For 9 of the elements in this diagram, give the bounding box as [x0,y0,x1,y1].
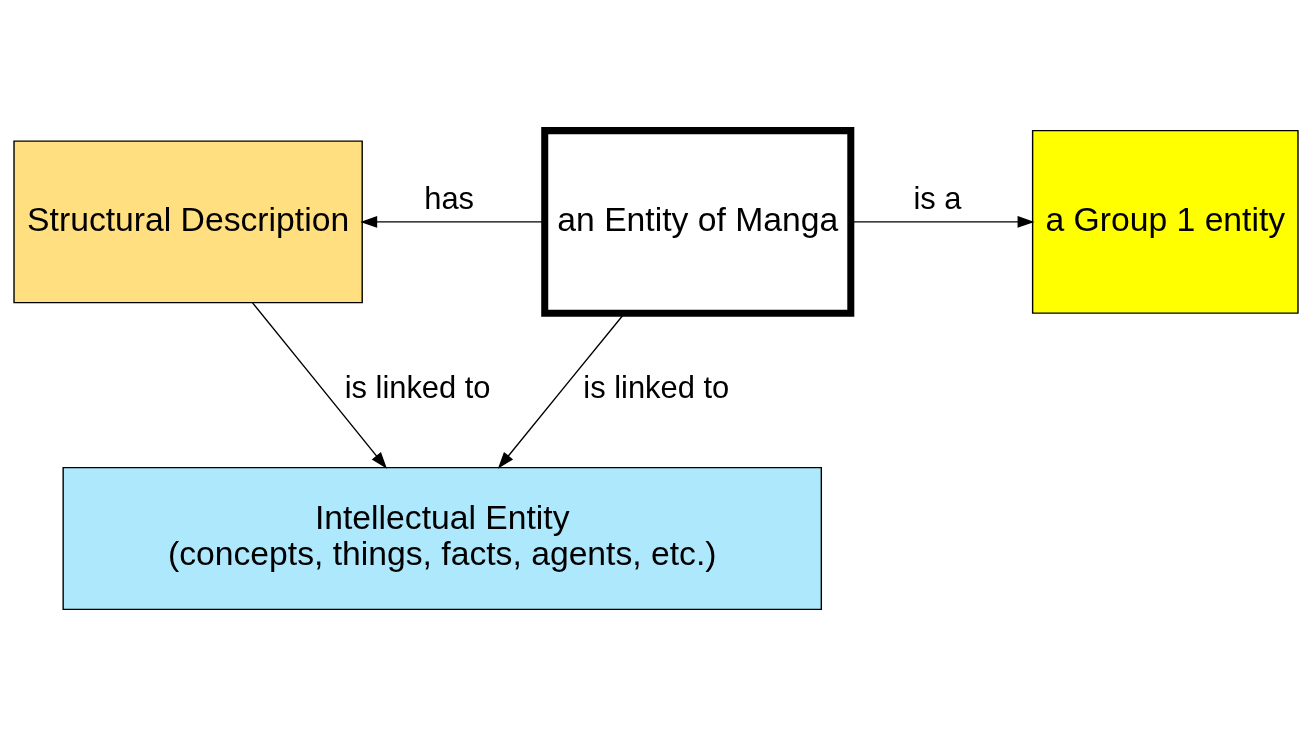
arrow [251,301,387,469]
edge-label: has [424,180,475,216]
node-box: a Group 1 entity [1031,129,1299,314]
edge-label: is a [913,180,962,216]
edge-label: is linked to [583,369,730,405]
node-box: Intellectual Entity (concepts, things, facts, agents, etc.) [62,466,823,610]
edge-label: is linked to [344,369,491,405]
node-box: Structural Description [13,139,363,303]
node-box: an Entity of Manga [541,126,855,317]
